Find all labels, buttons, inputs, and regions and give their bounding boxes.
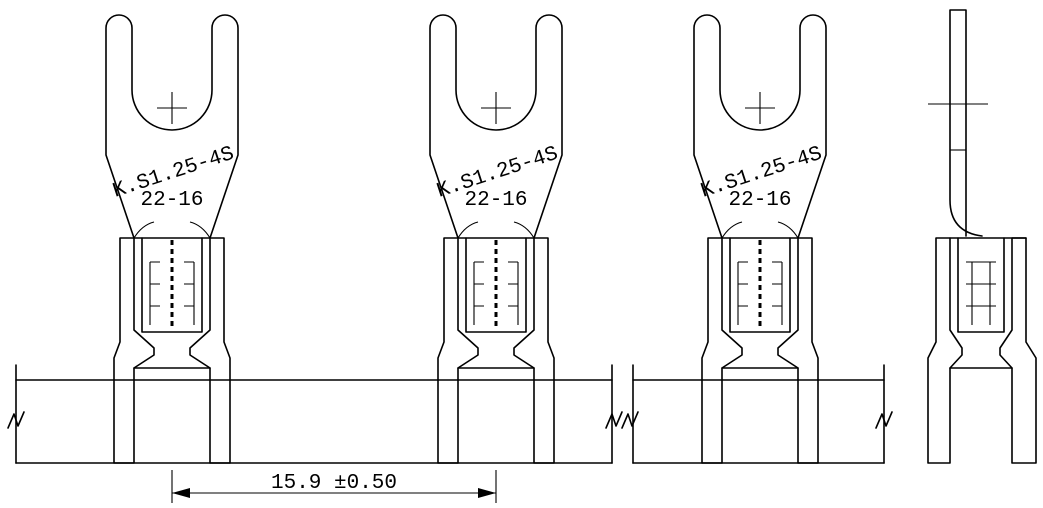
terminal-front-view-3: K.S1.25-4S 22-16 xyxy=(693,14,827,464)
terminal-gauge-1: 22-16 xyxy=(140,189,203,212)
pitch-dimension: 15.9 ±0.50 xyxy=(171,470,497,503)
terminal-front-view-1: K.S1.25-4S 22-16 xyxy=(105,14,239,464)
carrier-strip xyxy=(7,364,893,464)
terminal-gauge-2: 22-16 xyxy=(464,189,527,212)
terminal-side-view xyxy=(927,9,1037,464)
terminal-front-view-2: K.S1.25-4S 22-16 xyxy=(429,14,563,464)
pitch-dimension-label: 15.9 ±0.50 xyxy=(271,472,397,495)
terminal-gauge-3: 22-16 xyxy=(728,189,791,212)
